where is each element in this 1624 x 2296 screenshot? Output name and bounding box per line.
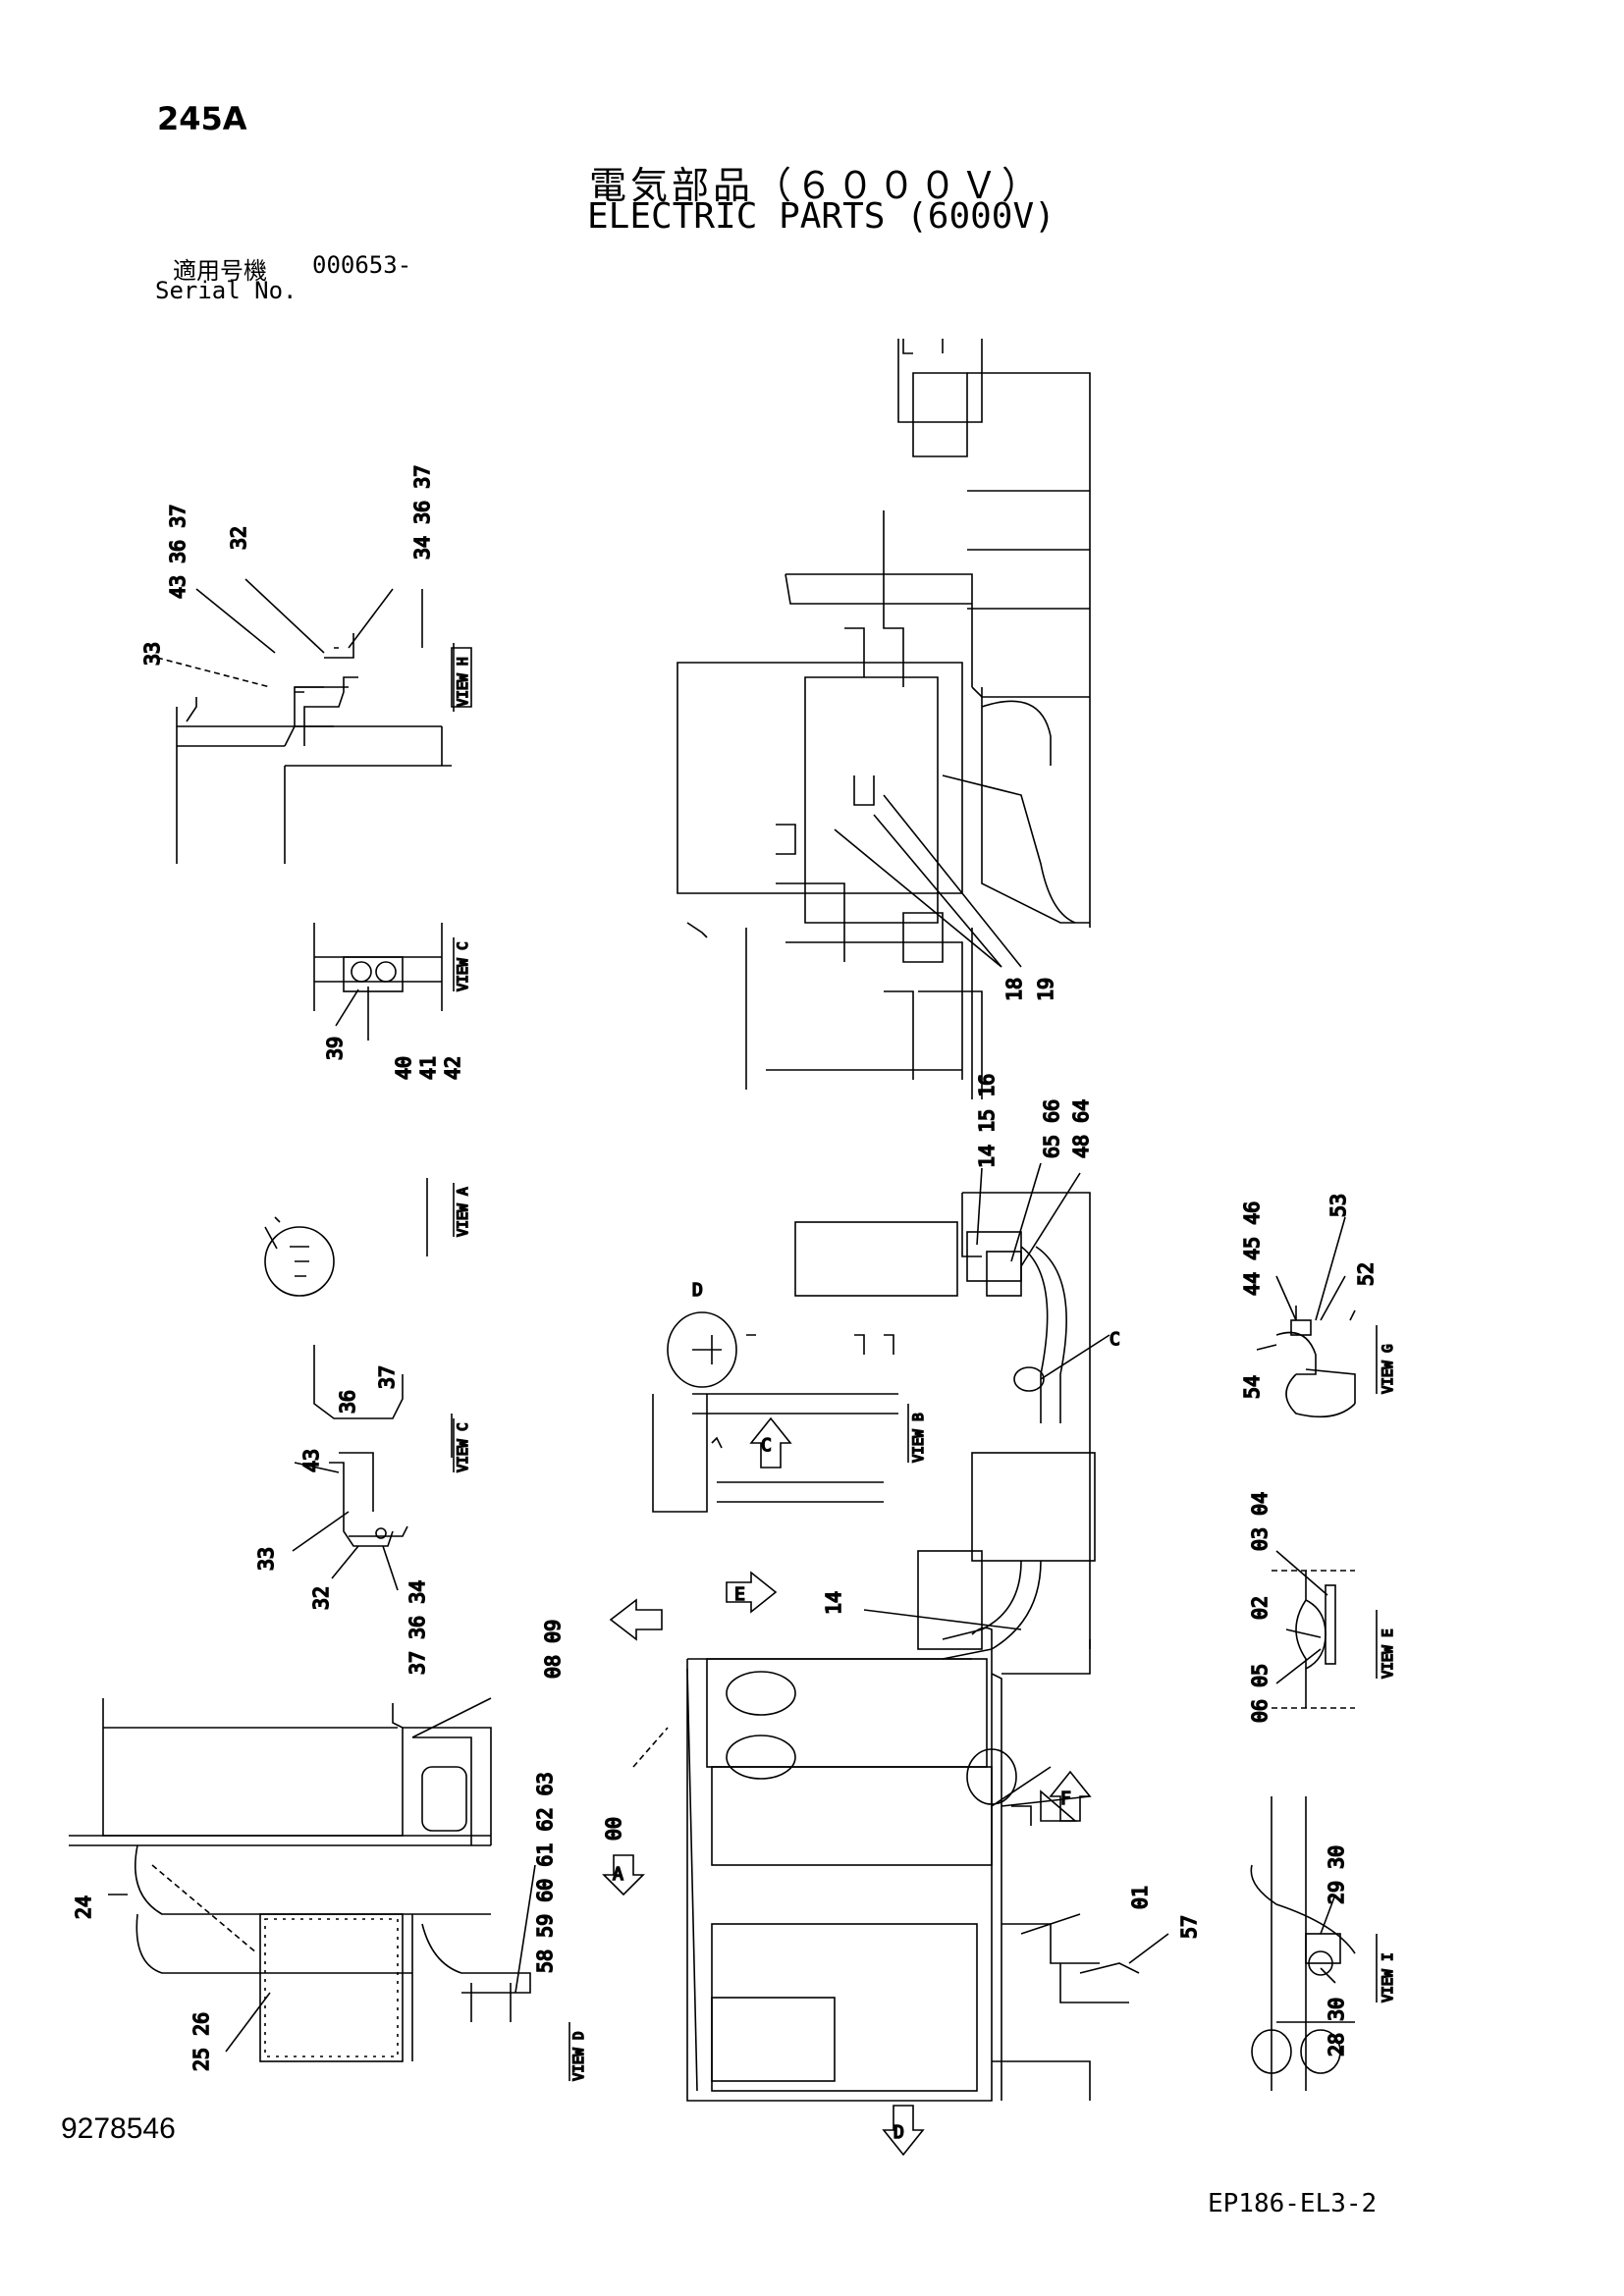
serial-label-english: Serial No. [155,277,298,304]
callout: 40 [392,1056,415,1080]
section-letter: E [734,1584,745,1605]
callout: 44 45 46 [1240,1201,1264,1296]
callout: 57 [1177,1915,1201,1939]
view-label: VIEW E [1380,1629,1396,1679]
section-letter: C [761,1435,772,1456]
section-letter: A [613,1864,623,1885]
detail-circle-g [264,1178,428,1297]
section-letter: C [1110,1329,1120,1350]
serial-label-japanese: 適用号機 [173,257,267,285]
callout: 08 09 [541,1620,565,1679]
view-label: VIEW A [456,1187,471,1237]
serial-value: 000653- [312,251,412,279]
callout: 41 [416,1056,440,1080]
callout: 19 [1034,978,1057,1001]
callout: 52 [1354,1262,1378,1286]
callout: 65 66 [1040,1099,1063,1158]
callout: 32 [227,526,250,550]
callout: 24 [72,1896,95,1919]
callout: 33 [254,1547,278,1571]
title-english: ELECTRIC PARTS (6000V) [587,196,1056,237]
view-label: VIEW H [456,657,471,707]
detail-top-left: 43 36 37 32 34 36 37 33 [139,464,472,864]
callout: 14 [822,1591,845,1615]
callout: 14 15 16 [975,1074,999,1168]
detail-bracket-39: 39 40 41 42 [313,923,465,1081]
callout: 32 [309,1586,333,1610]
section-letter: F [1060,1789,1071,1809]
callout: 37 [375,1365,399,1389]
callout: 02 [1248,1596,1272,1620]
page-code: 245A [157,100,247,137]
callout: 01 [1128,1886,1152,1909]
callout: 18 [1002,978,1026,1001]
callouts-top-right: 18 19 [1001,977,1058,1002]
reference-code: EP186-EL3-2 [1208,2189,1378,2218]
detail-right-column: 44 45 46 53 52 54 03 04 02 06 05 29 30 2… [1239,1193,1379,2091]
detail-mid-left: 43 36 37 33 32 37 36 34 [253,1345,453,1676]
view-label: VIEW I [1380,1952,1396,2002]
section-letter: D [893,2122,904,2143]
callout: 29 30 [1325,1845,1348,1904]
callout: 37 36 34 [406,1580,429,1675]
main-view-center: 14 15 16 65 66 48 64 14 00 01 57 C D [601,1073,1202,2102]
callout: 43 36 37 [166,505,189,599]
callout: 58 59 60 61 62 63 [533,1772,557,1973]
view-arrows: E A D C F [602,1416,1092,2157]
callout: 28 30 [1325,1998,1348,2056]
view-label: VIEW D [571,2031,587,2081]
view-labels: VIEW H VIEW C VIEW A VIEW C VIEW D VIEW … [453,643,1397,2082]
callout: 00 [602,1817,625,1841]
view-label: VIEW C [456,1422,471,1472]
callout: 54 [1240,1375,1264,1399]
view-label: VIEW C [456,941,471,991]
callout: 48 64 [1069,1099,1093,1158]
callout: 33 [140,642,164,666]
callout: 03 04 [1248,1492,1272,1551]
document-number: 9278546 [61,2112,176,2145]
view-label: VIEW B [911,1413,927,1463]
callout: 53 [1326,1194,1350,1217]
callout: 06 05 [1248,1664,1272,1723]
section-letter: D [692,1280,703,1301]
main-view-top-right: 18 19 [677,339,1091,1099]
callout: 36 [336,1390,359,1414]
title-japanese: 電気部品（６０００Ｖ） [589,164,1044,207]
view-label: VIEW G [1380,1344,1396,1394]
callout: 34 36 37 [410,465,434,560]
callout: 39 [323,1037,347,1060]
callouts-top-left: 43 36 37 32 34 36 37 33 [139,464,435,667]
detail-bottom-left: 08 09 58 59 60 61 62 63 24 25 26 [69,1619,566,2072]
callout: 25 26 [189,2012,213,2071]
callout: 43 [299,1449,323,1472]
callout: 42 [441,1056,464,1080]
